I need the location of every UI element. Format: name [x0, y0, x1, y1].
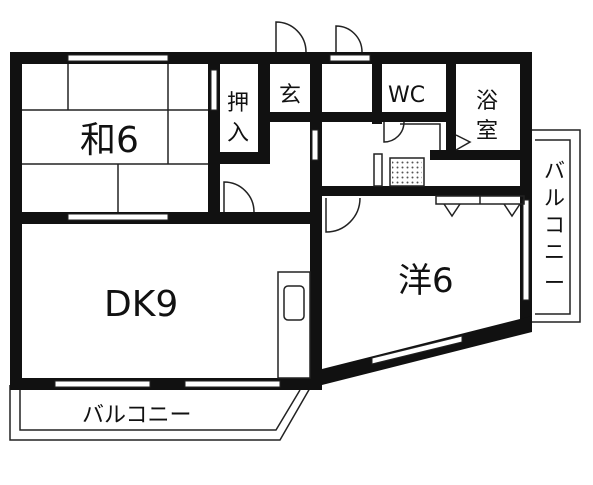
label-balcony-bottom: バルコニー: [82, 403, 192, 428]
doors: [223, 21, 521, 233]
balcony-right-char: ル: [544, 186, 565, 210]
balcony-right-char: ニ: [544, 240, 565, 264]
windows: [54, 54, 530, 388]
washbasin: [400, 123, 441, 150]
balcony-right: [532, 129, 581, 323]
kitchen-counter: [277, 271, 311, 379]
balcony-bottom: [9, 385, 311, 441]
label-dk: DK9: [104, 284, 178, 325]
label-oshiire-top: 押: [227, 91, 249, 116]
label-genkan: 玄: [279, 83, 301, 108]
balcony-right-char: ー: [544, 271, 565, 295]
closet: [435, 195, 525, 205]
washer-space: [373, 153, 425, 187]
tatami-lines: [22, 64, 208, 212]
label-bath-bottom: 室: [476, 119, 498, 144]
label-oshiire-bottom: 入: [227, 121, 249, 146]
label-washitsu: 和6: [80, 120, 139, 161]
label-bath-top: 浴: [476, 89, 498, 114]
label-balcony-right: バ ル コ ニ ー: [544, 159, 565, 295]
label-youshitsu: 洋6: [398, 261, 454, 301]
label-wc: WC: [388, 83, 425, 108]
balcony-right-char: コ: [544, 213, 565, 237]
balcony-right-char: バ: [544, 159, 565, 183]
